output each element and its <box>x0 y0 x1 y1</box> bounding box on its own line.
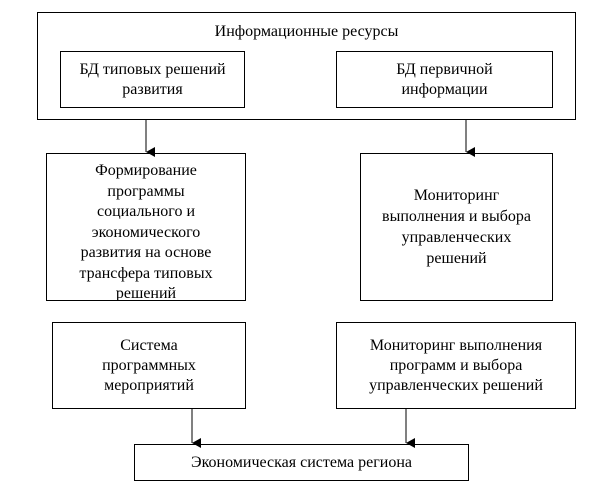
economic-system-box: Экономическая система региона <box>134 444 469 481</box>
monitoring-programs-label: Мониторинг выполнения программ и выбора … <box>369 336 543 394</box>
db-typical-solutions-label: БД типовых решений развития <box>79 60 226 98</box>
db-primary-info-box: БД первичной информации <box>336 51 553 108</box>
db-typical-solutions-box: БД типовых решений развития <box>60 51 245 108</box>
information-resources-title: Информационные ресурсы <box>214 23 399 40</box>
economic-system-label: Экономическая система региона <box>191 453 412 471</box>
db-primary-info-label: БД первичной информации <box>396 60 493 98</box>
program-formation-label: Формирование программы социального и эко… <box>79 162 213 301</box>
monitoring-programs-box: Мониторинг выполнения программ и выбора … <box>336 322 576 409</box>
monitoring-choice-label: Мониторинг выполнения и выбора управленч… <box>382 187 531 267</box>
program-activities-label: Система программных мероприятий <box>102 336 196 394</box>
program-activities-box: Система программных мероприятий <box>52 322 246 409</box>
monitoring-choice-box: Мониторинг выполнения и выбора управленч… <box>360 153 553 301</box>
